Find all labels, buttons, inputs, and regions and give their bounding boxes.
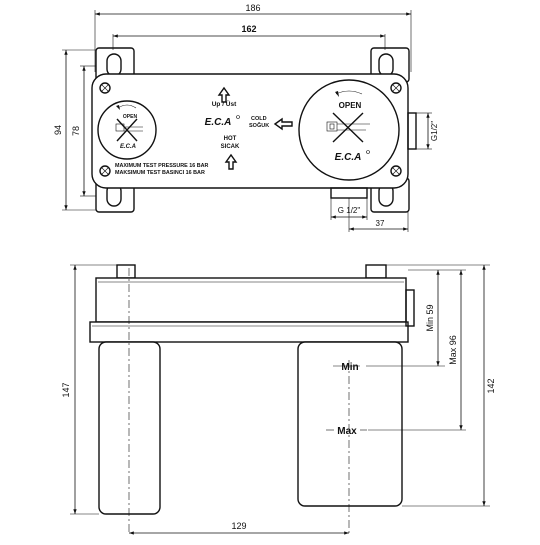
large-logo: E.C.A [335, 152, 362, 163]
logo-mark-icon [236, 115, 240, 119]
hot-arrow-icon [224, 153, 238, 170]
dim-inner-height: 78 [71, 65, 96, 197]
cold-label-tr: SOĞUK [249, 121, 269, 129]
top-view: 186 162 94 78 [53, 3, 439, 232]
dim-overall-height: 94 [53, 49, 96, 211]
dim-inner-width-label: 162 [241, 24, 256, 34]
housing-flange [89, 321, 409, 343]
up-label: Up / Üst [212, 99, 237, 108]
dim-spacing-label: 129 [231, 521, 246, 531]
dim-overall-width-label: 186 [245, 3, 260, 13]
top-tab-left [116, 264, 136, 279]
large-open-label: OPEN [339, 101, 362, 110]
housing-upper [95, 277, 407, 323]
warning-line-2: MAKSIMUM TEST BASINCI 16 BAR [115, 170, 205, 176]
hot-label-tr: SICAK [221, 144, 240, 150]
small-open-label: OPEN [123, 114, 138, 120]
up-arrow-icon [217, 86, 231, 103]
small-logo: E.C.A [120, 144, 136, 150]
dim-max-height-label: 142 [486, 378, 496, 393]
dim-spacing: 129 [129, 521, 349, 535]
main-mixer-valve: OPEN E.C.A [298, 79, 400, 181]
cold-label: COLD [251, 116, 267, 122]
dim-min-depth: Min 59 [425, 270, 440, 366]
dim-overall-height-label: 94 [53, 125, 63, 135]
dim-total-height: 147 [61, 264, 117, 515]
left-cartridge [98, 341, 161, 515]
dim-offset-label: 37 [376, 219, 385, 228]
dim-inner-height-label: 78 [71, 126, 81, 136]
side-outlet-label: G1/2" [430, 121, 439, 141]
side-outlet-stub [405, 289, 415, 327]
cold-arrow-icon [273, 117, 293, 131]
screw-icons [99, 82, 402, 177]
max-label: Max [337, 426, 357, 437]
warning-line-1: MAXIMUM TEST PRESSURE 16 BAR [115, 163, 209, 169]
small-stop-valve: OPEN E.C.A [97, 100, 157, 160]
top-tab-right [365, 264, 387, 279]
dim-offset: 37 [348, 198, 409, 232]
side-outlet: G1/2" [407, 112, 439, 150]
dim-total-height-label: 147 [61, 382, 71, 397]
right-cartridge [297, 341, 403, 507]
dim-min-depth-label: Min 59 [425, 304, 435, 331]
dim-max-height: 142 [386, 264, 496, 507]
center-logo: E.C.A [205, 117, 232, 128]
dim-overall-width: 186 [94, 3, 412, 72]
hot-label: HOT [224, 136, 237, 142]
side-view: Min Max 147 142 Max 96 Min 59 [61, 264, 496, 535]
min-label: Min [341, 362, 358, 373]
dim-max-depth-label: Max 96 [448, 335, 458, 365]
dim-inner-width: 162 [112, 24, 386, 50]
